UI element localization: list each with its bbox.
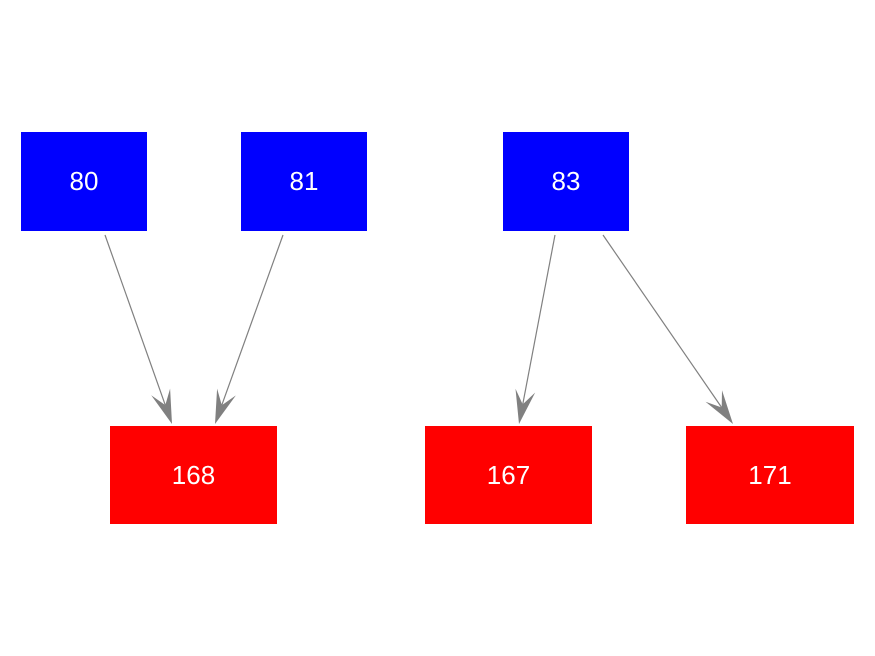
edge-83-171 [602, 234, 723, 408]
node-81[interactable]: 81 [241, 132, 367, 231]
node-label: 168 [171, 459, 216, 490]
edge-83-167 [522, 234, 556, 405]
node-167[interactable]: 167 [425, 426, 592, 524]
node-label: 83 [551, 166, 581, 196]
node-label: 171 [748, 459, 792, 490]
edge-81-168 [221, 234, 284, 406]
node-80[interactable]: 80 [21, 132, 147, 231]
node-168[interactable]: 168 [110, 426, 277, 524]
edge-80-168 [104, 234, 166, 406]
node-171[interactable]: 171 [686, 426, 854, 524]
node-label: 167 [486, 459, 531, 490]
arrowhead-81-168 [215, 388, 236, 424]
node-label: 80 [69, 166, 99, 196]
node-label: 81 [289, 166, 319, 196]
arrowhead-83-171 [705, 390, 733, 424]
node-83[interactable]: 83 [503, 132, 629, 231]
arrowhead-83-167 [515, 388, 536, 424]
arrowhead-80-168 [151, 388, 172, 424]
